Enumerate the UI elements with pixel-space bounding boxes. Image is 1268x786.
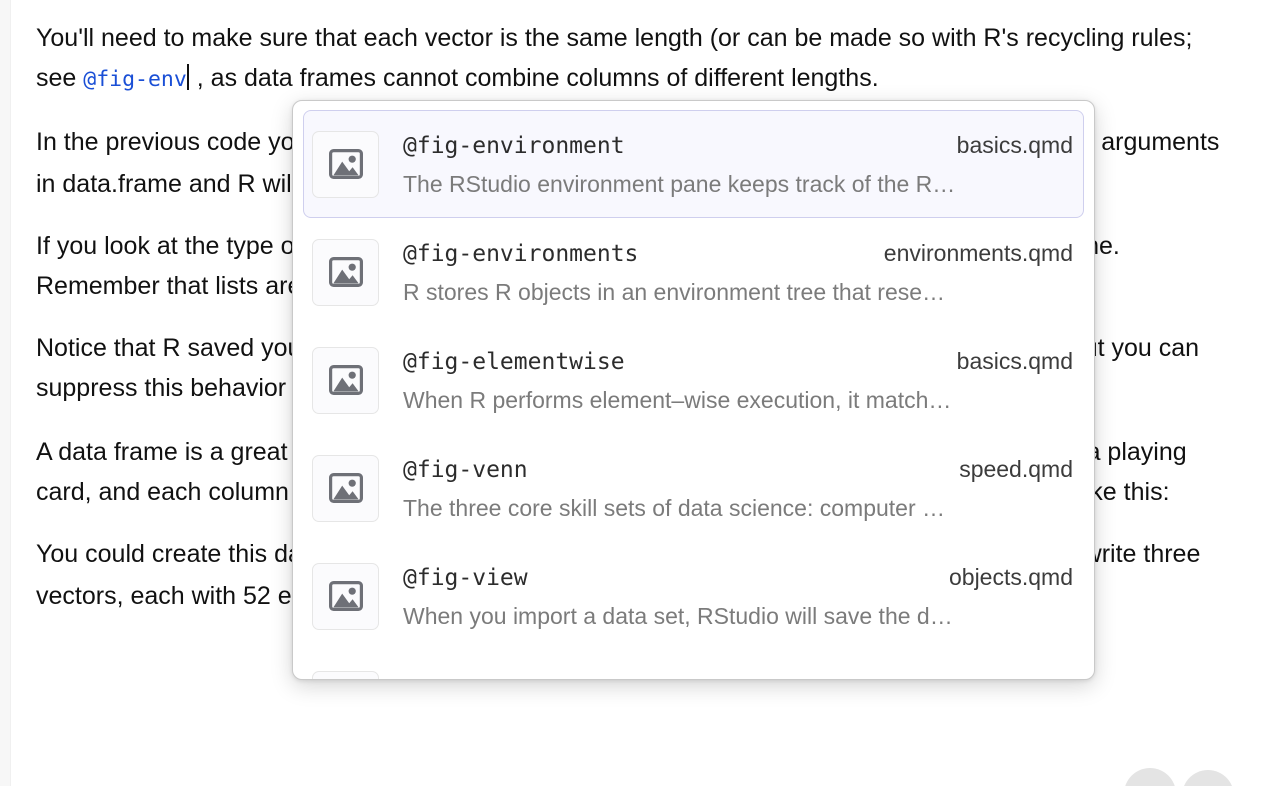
image-placeholder-icon	[312, 562, 379, 630]
autocomplete-item-header: @fig-venn speed.qmd	[403, 452, 1073, 487]
image-placeholder-icon	[312, 454, 379, 522]
autocomplete-item-source-file: basics.qmd	[956, 347, 1073, 374]
autocomplete-item-header: @fig-elementwise basics.qmd	[403, 344, 1073, 379]
autocomplete-item-header: @fig-view objects.qmd	[403, 560, 1073, 595]
autocomplete-item-description: R stores R objects in an environment tre…	[403, 278, 946, 305]
autocomplete-item-label: @fig-environment	[403, 132, 625, 159]
autocomplete-item-label: @fig-venn	[403, 456, 528, 483]
autocomplete-item-header: @fig-environment basics.qmd	[403, 128, 1073, 163]
autocomplete-item-label: @fig-environments	[403, 240, 639, 267]
fab-primary[interactable]	[1124, 768, 1176, 786]
autocomplete-item-description: The three core skill sets of data scienc…	[403, 494, 946, 521]
autocomplete-item-description: The RStudio environment pane keeps track…	[403, 170, 956, 197]
autocomplete-item-description: When you import a data set, RStudio will…	[403, 602, 953, 629]
autocomplete-item-source-file: speed.qmd	[959, 455, 1073, 482]
autocomplete-item-description: When R performs element–wise execution, …	[403, 386, 952, 413]
autocomplete-item[interactable]: @fig-environments environments.qmd R store…	[303, 218, 1084, 326]
fab-secondary[interactable]	[1182, 770, 1234, 786]
autocomplete-item[interactable]: @fig-	[303, 650, 1084, 679]
editor-gutter	[0, 0, 11, 786]
paragraph: You'll need to make sure that each vecto…	[36, 24, 1193, 92]
autocomplete-item-source-file: objects.qmd	[948, 563, 1073, 590]
image-placeholder-icon	[312, 238, 379, 306]
autocomplete-item-header: @fig-environments environments.qmd	[403, 236, 1073, 271]
cross-reference-token[interactable]: @fig-env	[83, 67, 187, 92]
image-placeholder-icon	[312, 670, 379, 679]
autocomplete-item-source-file: environments.qmd	[883, 239, 1073, 266]
image-placeholder-icon	[312, 130, 379, 198]
autocomplete-item-label: @fig-view	[403, 564, 528, 591]
autocomplete-item-label: @fig-elementwise	[403, 348, 625, 375]
autocomplete-item-body: @fig-environments environments.qmd R store…	[403, 236, 1073, 309]
image-placeholder-icon	[312, 346, 379, 414]
text-caret	[186, 64, 189, 90]
autocomplete-item-source-file: basics.qmd	[956, 131, 1073, 158]
